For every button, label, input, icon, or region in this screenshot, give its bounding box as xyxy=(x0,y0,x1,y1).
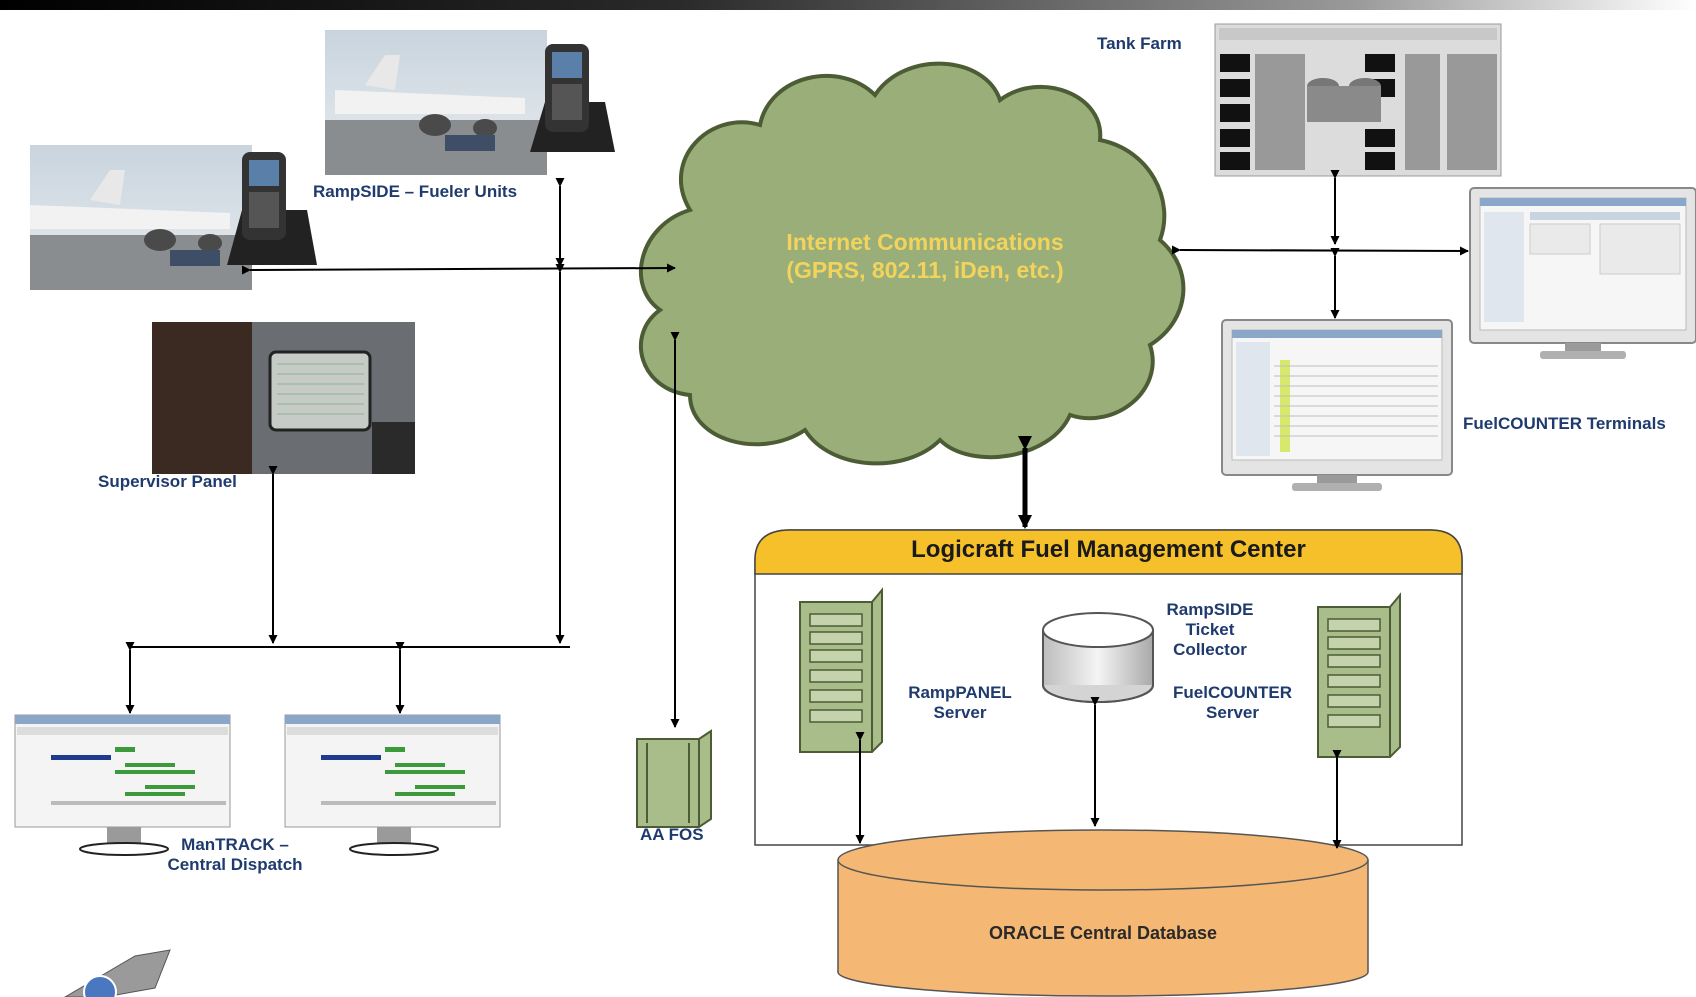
tank-farm-screen xyxy=(1214,23,1502,177)
mantrack-label-line-2: Central Dispatch xyxy=(167,855,303,874)
fuelcounter-server-label: FuelCOUNTER Server xyxy=(1160,683,1305,723)
ticket-label-line-2: Ticket xyxy=(1185,620,1235,639)
handheld-device-back-icon xyxy=(530,44,615,152)
fuelcounter-terminals-label: FuelCOUNTER Terminals xyxy=(1463,414,1666,433)
rampside-photo-front xyxy=(30,145,252,290)
internet-cloud xyxy=(638,61,1186,466)
connectors xyxy=(125,170,1469,849)
rampside-photo-back xyxy=(325,30,547,175)
fuelcounter-server-icon xyxy=(1317,592,1401,758)
ramppanel-label-line-1: RampPANEL xyxy=(908,683,1012,702)
supervisor-panel-photo xyxy=(152,322,415,474)
ramppanel-server-icon xyxy=(799,587,883,753)
tank-farm-label: Tank Farm xyxy=(1097,34,1182,53)
top-gradient-bar xyxy=(0,0,1696,10)
handheld-device-front-icon xyxy=(227,152,317,265)
rampside-label: RampSIDE – Fueler Units xyxy=(313,182,518,201)
fuelcounter-monitor-right xyxy=(1469,187,1696,359)
company-logo xyxy=(64,949,171,997)
link-rampside-cloud xyxy=(241,263,676,275)
aa-fos-label: AA FOS xyxy=(640,825,704,844)
cloud-line-1: Internet Communications xyxy=(786,229,1064,255)
oracle-database-cylinder xyxy=(837,829,1369,997)
fmc-header xyxy=(754,529,1463,575)
link-cloud-right xyxy=(1171,245,1469,256)
database-label: ORACLE Central Database xyxy=(988,923,1218,943)
ramppanel-label-line-2: Server xyxy=(933,703,987,722)
mantrack-label: ManTRACK – Central Dispatch xyxy=(155,835,315,875)
ticket-label-line-3: Collector xyxy=(1173,640,1247,659)
mantrack-label-line-1: ManTRACK – xyxy=(181,835,289,854)
mantrack-monitor-left xyxy=(14,714,231,856)
ticket-collector-cylinder xyxy=(1042,612,1154,703)
ticket-label-line-1: RampSIDE xyxy=(1166,600,1254,619)
ramppanel-server-label: RampPANEL Server xyxy=(895,683,1025,723)
fcserver-label-line-1: FuelCOUNTER xyxy=(1173,683,1292,702)
aa-fos-server-icon xyxy=(636,729,712,828)
fmc-title: Logicraft Fuel Management Center xyxy=(911,536,1306,563)
cloud-label: Internet Communications (GPRS, 802.11, i… xyxy=(700,228,1150,284)
cloud-line-2: (GPRS, 802.11, iDen, etc.) xyxy=(786,257,1064,283)
mantrack-monitor-right xyxy=(284,714,501,856)
fcserver-label-line-2: Server xyxy=(1206,703,1259,722)
fuelcounter-monitor-center xyxy=(1221,319,1453,491)
ticket-collector-label: RampSIDE Ticket Collector xyxy=(1150,600,1270,660)
supervisor-label: Supervisor Panel xyxy=(98,472,237,491)
